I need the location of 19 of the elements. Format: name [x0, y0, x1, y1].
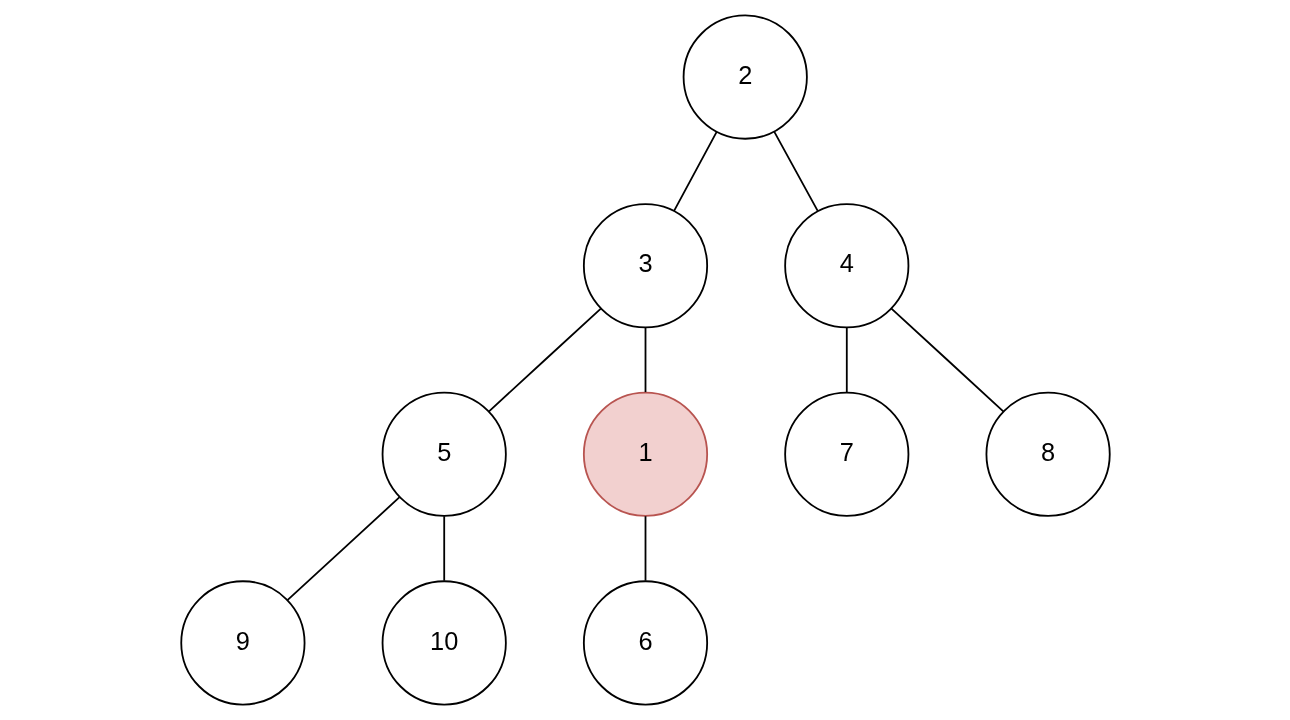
- node-circle: 10: [381, 580, 507, 706]
- node-circle: 9: [179, 580, 305, 706]
- node-circle: 1: [582, 391, 708, 517]
- node-circle: 7: [783, 391, 909, 517]
- node-circle: 6: [582, 580, 708, 706]
- node-circle: 8: [985, 391, 1111, 517]
- node-circle: 3: [582, 203, 708, 329]
- node-circle: 5: [381, 391, 507, 517]
- node-circle: 4: [783, 203, 909, 329]
- connector: [442, 515, 445, 582]
- connector: [644, 326, 646, 393]
- connector: [644, 515, 646, 582]
- connector: [286, 496, 400, 602]
- connector: [772, 131, 819, 212]
- connector: [672, 131, 718, 212]
- connector: [890, 307, 1004, 413]
- connector: [487, 307, 602, 413]
- connector: [845, 326, 848, 393]
- node-circle: 2: [682, 14, 808, 140]
